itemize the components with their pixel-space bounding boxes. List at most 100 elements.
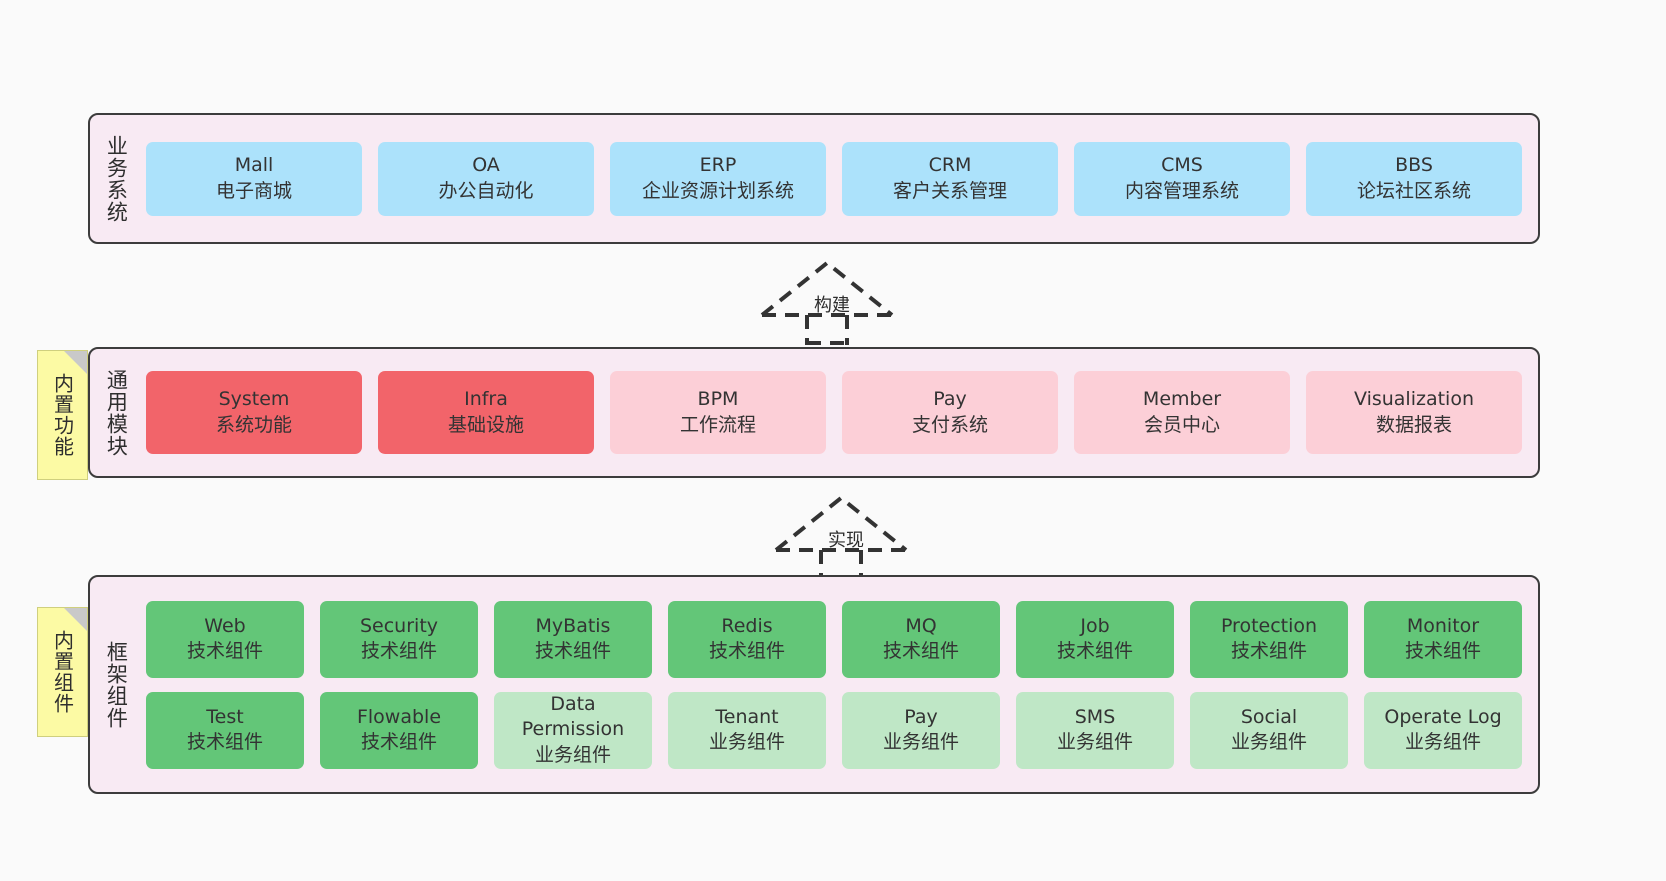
node-system[interactable]: System 系统功能 <box>146 371 362 454</box>
node-pay-component[interactable]: Pay 业务组件 <box>842 691 1000 769</box>
node-title: CRM <box>928 154 972 177</box>
node-subtitle: 技术组件 <box>882 640 959 662</box>
node-crm[interactable]: CRM 客户关系管理 <box>842 141 1058 216</box>
node-subtitle: 工作流程 <box>679 413 756 436</box>
node-subtitle: 会员中心 <box>1143 413 1220 436</box>
layer-title-framework-component: 框架组件 <box>104 640 129 729</box>
node-title: Redis <box>721 614 773 637</box>
node-title: Protection <box>1220 614 1318 637</box>
node-title: Job <box>1080 614 1110 637</box>
layer-body-business-system: Mall 电子商城 OA 办公自动化 ERP 企业资源计划系统 CRM 客户关系… <box>142 115 1538 242</box>
node-subtitle: 数据报表 <box>1375 413 1452 436</box>
node-row: System 系统功能 Infra 基础设施 BPM 工作流程 Pay 支付系统… <box>146 371 1522 454</box>
node-title: Member <box>1142 388 1222 411</box>
node-web[interactable]: Web 技术组件 <box>146 600 304 678</box>
note-builtin-function: 内置功能 <box>37 350 88 480</box>
node-subtitle: 业务组件 <box>708 731 785 753</box>
node-subtitle: 企业资源计划系统 <box>641 179 794 202</box>
node-subtitle: 业务组件 <box>534 743 611 766</box>
node-security[interactable]: Security 技术组件 <box>320 600 478 678</box>
layer-body-common-module: System 系统功能 Infra 基础设施 BPM 工作流程 Pay 支付系统… <box>142 349 1538 476</box>
node-subtitle: 技术组件 <box>360 731 437 753</box>
node-subtitle: 客户关系管理 <box>892 179 1007 202</box>
note-label: 内置组件 <box>50 630 75 714</box>
node-subtitle: 基础设施 <box>447 413 524 436</box>
node-protection[interactable]: Protection 技术组件 <box>1190 600 1348 678</box>
node-subtitle: 论坛社区系统 <box>1356 179 1471 202</box>
node-subtitle: 技术组件 <box>186 731 263 753</box>
layer-title-business-system: 业务系统 <box>104 134 129 223</box>
node-subtitle: 系统功能 <box>215 413 292 436</box>
node-subtitle: 内容管理系统 <box>1124 179 1239 202</box>
node-cms[interactable]: CMS 内容管理系统 <box>1074 141 1290 216</box>
node-monitor[interactable]: Monitor 技术组件 <box>1364 600 1522 678</box>
node-test[interactable]: Test 技术组件 <box>146 691 304 769</box>
node-subtitle: 技术组件 <box>1056 640 1133 662</box>
node-mybatis[interactable]: MyBatis 技术组件 <box>494 600 652 678</box>
node-redis[interactable]: Redis 技术组件 <box>668 600 826 678</box>
node-row: Mall 电子商城 OA 办公自动化 ERP 企业资源计划系统 CRM 客户关系… <box>146 141 1522 216</box>
node-bbs[interactable]: BBS 论坛社区系统 <box>1306 141 1522 216</box>
node-title: Monitor <box>1406 614 1480 637</box>
node-title: Flowable <box>356 705 442 728</box>
node-infra[interactable]: Infra 基础设施 <box>378 371 594 454</box>
node-title: BPM <box>697 388 739 411</box>
node-title: Security <box>359 614 439 637</box>
node-title: Pay <box>933 388 967 411</box>
node-visualization[interactable]: Visualization 数据报表 <box>1306 371 1522 454</box>
node-job[interactable]: Job 技术组件 <box>1016 600 1174 678</box>
node-title: BBS <box>1395 154 1433 177</box>
node-title: CMS <box>1161 154 1203 177</box>
node-subtitle: 业务组件 <box>882 731 959 753</box>
layer-framework-component: 框架组件 Web 技术组件 Security 技术组件 MyBatis 技术组件… <box>88 575 1540 794</box>
node-title: Mall <box>234 154 274 177</box>
node-bpm[interactable]: BPM 工作流程 <box>610 371 826 454</box>
node-title: Operate Log <box>1384 705 1502 728</box>
node-data-permission[interactable]: Data Permission 业务组件 <box>494 691 652 769</box>
node-title: SMS <box>1074 705 1116 728</box>
node-operate-log[interactable]: Operate Log 业务组件 <box>1364 691 1522 769</box>
node-pay[interactable]: Pay 支付系统 <box>842 371 1058 454</box>
note-label: 内置功能 <box>50 373 75 457</box>
node-title: MyBatis <box>535 614 611 637</box>
node-flowable[interactable]: Flowable 技术组件 <box>320 691 478 769</box>
node-title: System <box>218 388 290 411</box>
note-fold-corner-icon <box>64 351 87 374</box>
node-subtitle: 技术组件 <box>708 640 785 662</box>
node-tenant[interactable]: Tenant 业务组件 <box>668 691 826 769</box>
node-mall[interactable]: Mall 电子商城 <box>146 141 362 216</box>
node-title: Pay <box>904 705 938 728</box>
note-fold-corner-icon <box>64 608 87 631</box>
node-sms[interactable]: SMS 业务组件 <box>1016 691 1174 769</box>
node-subtitle: 业务组件 <box>1230 731 1307 753</box>
layer-business-system: 业务系统 Mall 电子商城 OA 办公自动化 ERP 企业资源计划系统 CRM… <box>88 113 1540 244</box>
node-title: Test <box>206 705 244 728</box>
node-mq[interactable]: MQ 技术组件 <box>842 600 1000 678</box>
node-oa[interactable]: OA 办公自动化 <box>378 141 594 216</box>
node-subtitle: 技术组件 <box>1230 640 1307 662</box>
node-title: OA <box>472 154 500 177</box>
node-title: ERP <box>699 154 737 177</box>
layer-body-framework-component: Web 技术组件 Security 技术组件 MyBatis 技术组件 Redi… <box>142 577 1538 792</box>
node-erp[interactable]: ERP 企业资源计划系统 <box>610 141 826 216</box>
node-title: Tenant <box>715 705 779 728</box>
node-row: Test 技术组件 Flowable 技术组件 Data Permission … <box>146 691 1522 769</box>
arrow-build: 构建 <box>752 255 922 345</box>
node-subtitle: 办公自动化 <box>438 179 534 202</box>
node-member[interactable]: Member 会员中心 <box>1074 371 1290 454</box>
node-subtitle: 技术组件 <box>186 640 263 662</box>
node-title: Infra <box>464 388 508 411</box>
arrow-build-label: 构建 <box>814 295 850 316</box>
node-subtitle: 技术组件 <box>534 640 611 662</box>
node-title: Social <box>1240 705 1298 728</box>
note-builtin-component: 内置组件 <box>37 607 88 737</box>
node-social[interactable]: Social 业务组件 <box>1190 691 1348 769</box>
arrow-implement-label: 实现 <box>828 530 864 551</box>
arrow-implement: 实现 <box>766 490 936 580</box>
node-title: MQ <box>905 614 937 637</box>
node-subtitle: 业务组件 <box>1056 731 1133 753</box>
node-title: Visualization <box>1353 388 1474 411</box>
node-title: Data Permission <box>521 693 625 741</box>
layer-common-module: 通用模块 System 系统功能 Infra 基础设施 BPM 工作流程 Pay… <box>88 347 1540 478</box>
